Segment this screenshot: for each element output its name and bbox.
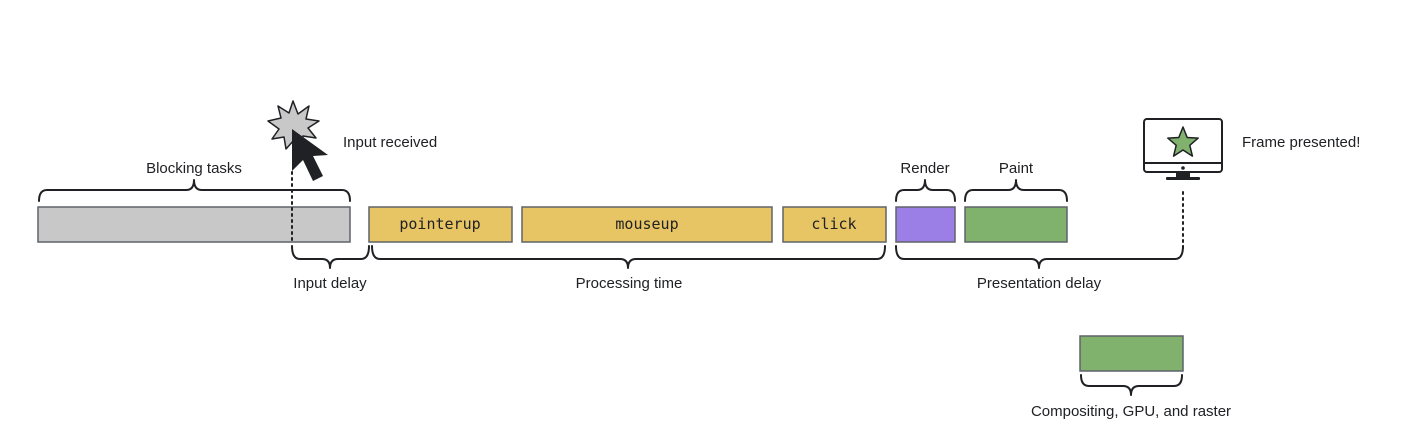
pointerup-bar: [368, 206, 513, 243]
compositing-brace: [1080, 374, 1183, 396]
input-delay-label: Input delay: [293, 275, 367, 292]
render-label: Render: [900, 160, 949, 177]
presentation-delay-label: Presentation delay: [977, 275, 1102, 292]
blocking-tasks-brace: [38, 179, 351, 202]
compositing-label: Compositing, GPU, and raster: [1031, 403, 1231, 420]
mouseup-bar: [521, 206, 773, 243]
click-label: click: [811, 215, 856, 233]
processing-time-label: Processing time: [576, 275, 683, 292]
processing-time-brace: [371, 245, 886, 269]
input-delay-brace: [291, 245, 370, 269]
star-icon: [1167, 126, 1199, 157]
paint-bar: [964, 206, 1068, 243]
blocking-tasks-bar: [37, 206, 351, 243]
pointerup-label: pointerup: [399, 215, 480, 233]
mouseup-label: mouseup: [615, 215, 678, 233]
blocking-tasks-label: Blocking tasks: [146, 160, 242, 177]
paint-brace: [964, 179, 1068, 202]
frame-presented-label: Frame presented!: [1242, 134, 1360, 151]
presentation-delay-brace: [895, 245, 1184, 269]
paint-label: Paint: [999, 160, 1034, 177]
render-bar: [895, 206, 956, 243]
input-received-label: Input received: [343, 134, 437, 151]
cursor-icon: [292, 129, 328, 181]
render-brace: [895, 179, 956, 202]
click-bar: [782, 206, 887, 243]
compositing-bar: [1079, 335, 1184, 372]
